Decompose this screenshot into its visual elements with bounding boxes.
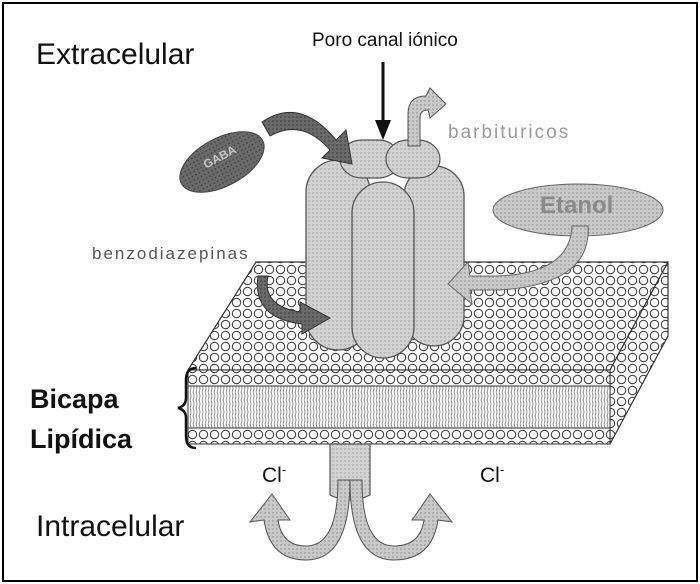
lipidica-label: Lipídica <box>30 424 132 455</box>
etanol-label: Etanol <box>540 192 613 220</box>
extracelular-label: Extracelular <box>36 38 194 72</box>
barbituricos-label: barbituricos <box>448 122 570 144</box>
poro-label: Poro canal iónico <box>312 30 458 52</box>
receptor-channel <box>306 140 464 358</box>
cl-right-charge: - <box>500 462 504 477</box>
cl-label-left: Cl- <box>262 462 286 488</box>
cl-label-right: Cl- <box>480 462 504 488</box>
cl-left-text: Cl <box>262 464 282 487</box>
cl-right-text: Cl <box>480 464 500 487</box>
cl-left-charge: - <box>282 462 286 477</box>
bicapa-label: Bicapa <box>30 384 119 415</box>
intracelular-label: Intracelular <box>36 510 184 544</box>
benzodiazepinas-label: benzodiazepinas <box>92 244 250 264</box>
